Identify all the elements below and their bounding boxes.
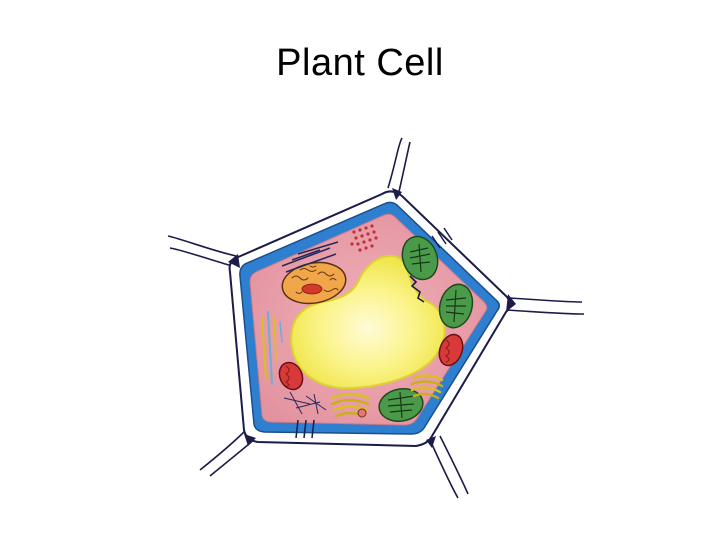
cytoskeleton-rods [261,311,283,385]
mitochondrion-2 [278,361,304,391]
wall-junctions [228,188,516,448]
plasmodesmata-top [431,227,453,249]
nucleolus [301,283,323,295]
ribosomes [350,224,378,252]
wall-line-top-2 [397,141,411,197]
wall-line-left-upper-2 [169,247,233,267]
wall-line-left-upper [167,235,237,257]
nucleus [281,261,347,305]
wall-line-bottom-2 [439,435,469,495]
chloroplast-1 [401,235,439,281]
wall-line-right-2 [505,309,585,315]
vesicle [357,408,367,418]
golgi-apparatus-2 [410,374,444,400]
cytoskeleton-filaments [283,391,327,415]
mitochondrion-1 [438,333,464,367]
plasmodesmata-bottom [295,419,315,439]
slide-title: Plant Cell [276,42,444,84]
wall-line-bottom [429,439,459,499]
wall-line-right [509,297,583,303]
wall-line-left-lower [199,429,247,471]
cytoskeleton-squiggle [409,275,425,303]
endoplasmic-reticulum [281,241,339,273]
chloroplast-2 [438,283,474,329]
central-vacuole [290,254,446,390]
chloroplast-3 [378,388,424,422]
wall-line-top [387,137,403,189]
